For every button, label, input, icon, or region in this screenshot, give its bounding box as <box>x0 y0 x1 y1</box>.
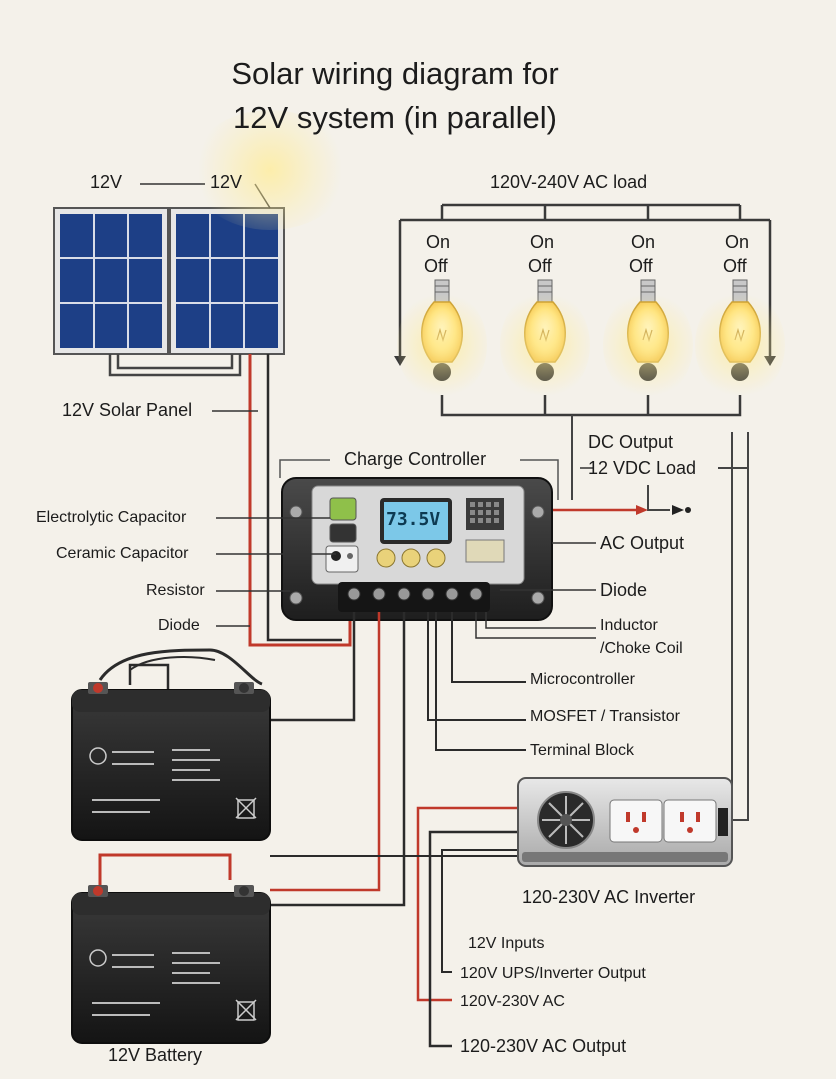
choke-coil-label: /Choke Coil <box>600 640 683 657</box>
controller-display: 73.5V <box>386 509 441 530</box>
switch-on-4: On <box>725 232 750 252</box>
terminal-block-label: Terminal Block <box>530 742 635 759</box>
panel-voltage-left: 12V <box>90 172 123 192</box>
arrow-icon <box>672 505 684 515</box>
inductor-label: Inductor <box>600 617 658 634</box>
switch-on-2: On <box>530 232 555 252</box>
switch-off-3: Off <box>629 256 653 276</box>
switch-off-1: Off <box>424 256 448 276</box>
page-title-line2: 12V system (in parallel) <box>233 100 557 135</box>
terminal-dot-icon <box>685 507 691 513</box>
ac-output-label: AC Output <box>600 533 685 553</box>
outlet-icon <box>663 799 717 843</box>
outlet-icon <box>609 799 663 843</box>
inverter-label: 120-230V AC Inverter <box>522 887 696 907</box>
charge-controller-label: Charge Controller <box>344 449 487 469</box>
electrolytic-capacitor-label: Electrolytic Capacitor <box>36 509 187 526</box>
panel-wires <box>248 354 352 647</box>
bulb-glow <box>695 290 785 400</box>
battery-top <box>71 682 271 841</box>
indicator-light-icon <box>329 497 357 521</box>
battery-bottom <box>71 885 271 1044</box>
dc-load-label: 12 VDC Load <box>588 458 697 478</box>
arrow-icon <box>636 505 648 515</box>
right-label-connectors <box>475 542 596 639</box>
page-title-line1: Solar wiring diagram for <box>231 56 559 91</box>
inverter-wires <box>270 806 520 1048</box>
ac-inverter <box>517 777 733 867</box>
charge-controller <box>279 459 559 621</box>
ups-output-label: 120V UPS/Inverter Output <box>460 965 646 982</box>
switch-on-3: On <box>631 232 656 252</box>
mosfet-label: MOSFET / Transistor <box>530 708 680 725</box>
left-label-connectors <box>216 517 336 627</box>
battery-top-wires <box>98 648 263 885</box>
solar-panel-left <box>53 207 169 355</box>
ac-load-label: 120V-240V AC load <box>490 172 648 192</box>
battery-caption: 12V Battery <box>108 1045 203 1065</box>
inputs-label: 12V Inputs <box>468 935 545 952</box>
panel-stand <box>108 354 242 377</box>
diode-label-left: Diode <box>158 617 200 634</box>
solar-panel-caption: 12V Solar Panel <box>62 400 193 420</box>
sun-glow <box>190 110 350 230</box>
switch-off-4: Off <box>723 256 747 276</box>
bulb-glow <box>397 290 487 400</box>
diode-label-right: Diode <box>600 580 648 600</box>
ceramic-capacitor-label: Ceramic Capacitor <box>56 545 189 562</box>
dc-output-wires <box>548 415 749 821</box>
panel-voltage-right: 12V <box>210 172 243 192</box>
switch-on-1: On <box>426 232 451 252</box>
switch-off-2: Off <box>528 256 552 276</box>
solar-panel-right <box>169 207 285 355</box>
bulb-glow <box>500 290 590 400</box>
ac-range-label: 120V-230V AC <box>460 993 565 1010</box>
dc-output-label: DC Output <box>588 432 674 452</box>
bulb-glow <box>603 290 693 400</box>
microcontroller-label: Microcontroller <box>530 671 635 688</box>
ac-output-bottom-label: 120-230V AC Output <box>460 1036 627 1056</box>
resistor-label: Resistor <box>146 582 205 599</box>
